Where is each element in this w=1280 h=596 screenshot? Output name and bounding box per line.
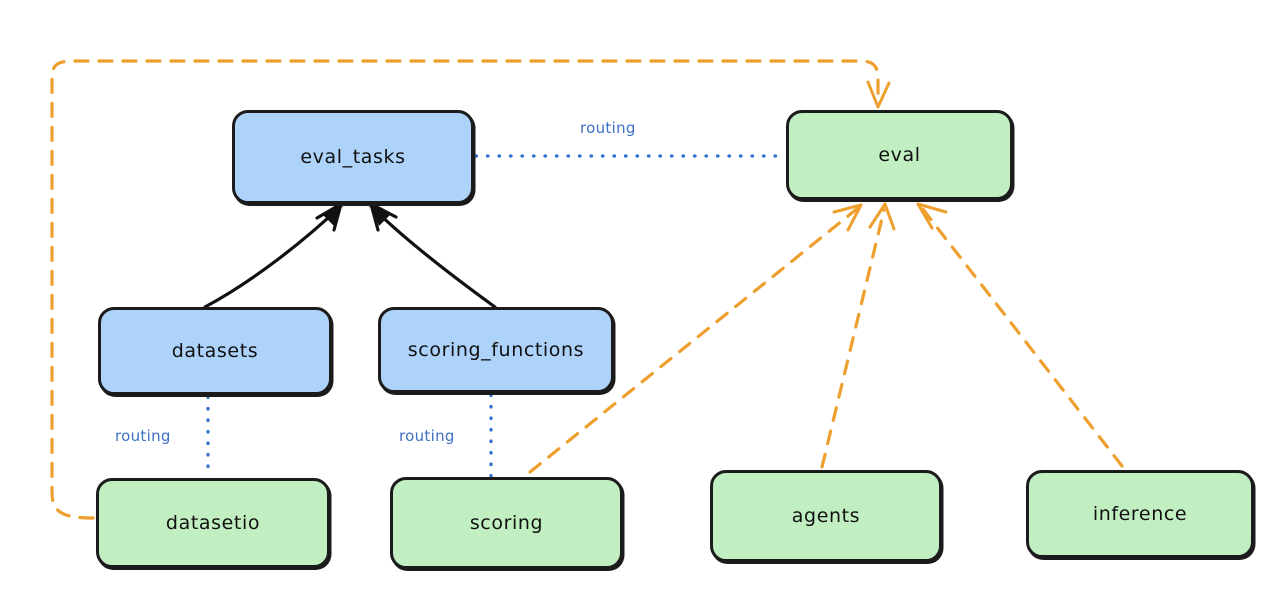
edge-scoring_functions-to-eval_tasks — [369, 202, 497, 309]
node-label: agents — [791, 505, 861, 527]
node-datasetio[interactable]: datasetio — [96, 478, 330, 568]
node-label: eval — [878, 144, 921, 166]
edge-inference-to-eval — [916, 202, 1124, 468]
node-label: scoring — [469, 512, 544, 534]
node-eval-tasks[interactable]: eval_tasks — [232, 110, 474, 204]
edge-scoring-to-eval — [528, 203, 863, 474]
edge-agents-to-eval — [820, 202, 896, 469]
node-agents[interactable]: agents — [710, 470, 942, 562]
node-eval[interactable]: eval — [786, 110, 1013, 200]
edge-datasetio-to-eval — [50, 59, 891, 520]
node-scoring-functions[interactable]: scoring_functions — [378, 307, 614, 393]
node-label: inference — [1092, 503, 1188, 525]
edge-label-routing-datasets-datasetio: routing — [115, 427, 171, 445]
node-label: scoring_functions — [407, 339, 585, 361]
node-label: datasetio — [165, 512, 261, 534]
edge-datasets-to-eval_tasks — [203, 202, 343, 309]
node-datasets[interactable]: datasets — [98, 307, 332, 395]
node-inference[interactable]: inference — [1026, 470, 1254, 558]
node-label: eval_tasks — [300, 146, 406, 168]
node-scoring[interactable]: scoring — [390, 477, 623, 569]
edge-label-routing-eval-tasks-eval: routing — [580, 119, 636, 137]
edge-label-routing-scoring-functions-scoring: routing — [399, 427, 455, 445]
node-label: datasets — [171, 340, 259, 362]
